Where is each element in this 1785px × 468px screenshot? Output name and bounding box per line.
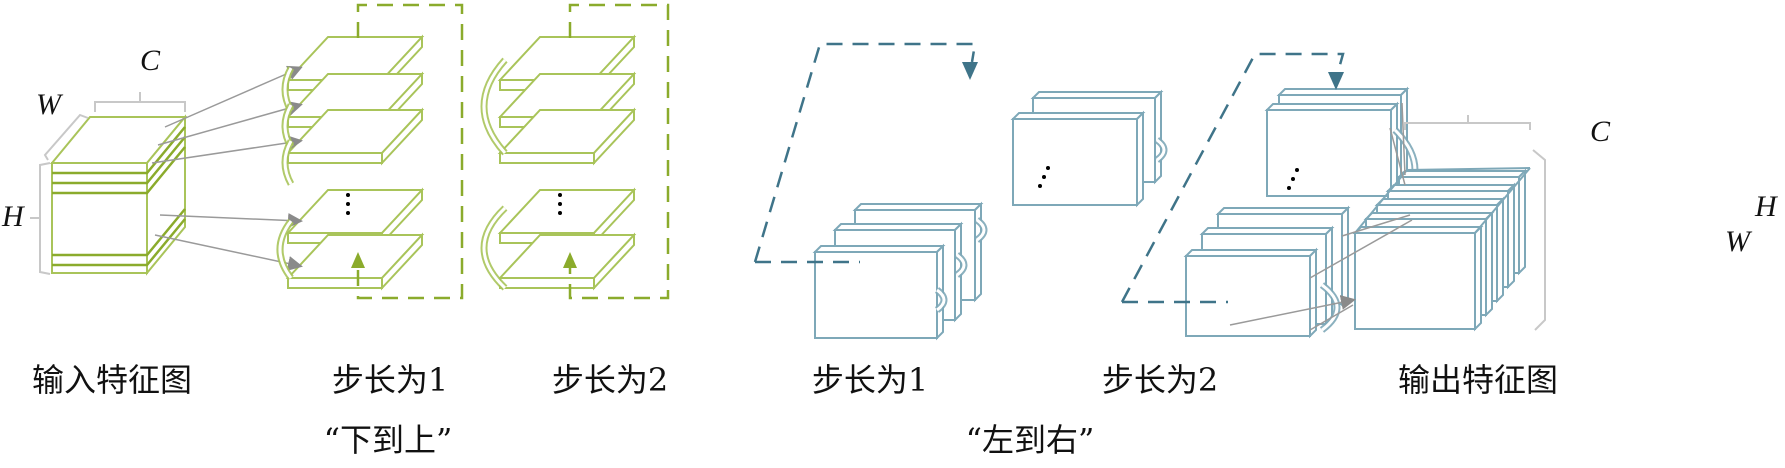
feature-connector bbox=[1389, 127, 1406, 186]
down-arrow-icon bbox=[962, 62, 978, 80]
down-arrow-icon bbox=[1328, 72, 1344, 90]
lr2-box-front bbox=[1266, 109, 1392, 197]
ellipsis-dots-lr1 bbox=[1038, 184, 1042, 188]
input-cube-front bbox=[51, 162, 148, 274]
feature-connector bbox=[1401, 102, 1406, 176]
rotate-arrow-icon-inner bbox=[283, 140, 293, 185]
output-cube-edge bbox=[1474, 167, 1531, 234]
slab-side bbox=[381, 107, 423, 166]
input-channel-line bbox=[52, 126, 186, 175]
input-channel-line bbox=[52, 136, 186, 185]
feature-arrow bbox=[154, 234, 303, 271]
up-arrow-icon bbox=[351, 252, 365, 268]
dashed-loop-lr1 bbox=[753, 42, 977, 263]
ellipsis-dots-s2 bbox=[558, 211, 562, 215]
input-cube-side bbox=[146, 114, 186, 276]
dashed-loop-lr2 bbox=[1120, 52, 1345, 303]
brace-c bbox=[94, 101, 186, 112]
rotate-arrow-icon-inner bbox=[956, 253, 966, 277]
label-bottom-up-stride2: 步长为2 bbox=[551, 361, 669, 399]
rotate-arrow-icon-inner bbox=[1156, 138, 1166, 162]
feature-connector bbox=[1309, 219, 1413, 279]
up-arrow-icon bbox=[563, 252, 577, 268]
output-cube-edge bbox=[1354, 169, 1408, 234]
label-left-right: “左到右” bbox=[965, 421, 1095, 459]
output-layer-front bbox=[1354, 232, 1476, 330]
ellipsis-dots-s1 bbox=[346, 193, 350, 197]
label-bottom-up: “下到上” bbox=[323, 421, 453, 459]
label-left-right-stride2: 步长为2 bbox=[1101, 361, 1219, 399]
rotate-arrow-icon-inner bbox=[976, 218, 986, 242]
lr1-box-front bbox=[1012, 118, 1138, 206]
slab-front bbox=[287, 152, 383, 164]
ellipsis-dots-lr1 bbox=[1046, 166, 1050, 170]
label-left-right-stride1: 步长为1 bbox=[811, 361, 929, 399]
slab-side bbox=[593, 232, 635, 291]
output-c-label: C bbox=[1590, 115, 1611, 148]
rotate-arrow-icon-inner bbox=[278, 220, 293, 279]
dashed-loop-bottom-up bbox=[568, 3, 670, 300]
slab-front bbox=[499, 277, 595, 289]
ellipsis-dots-s2 bbox=[558, 202, 562, 206]
ellipsis-dots-lr1 bbox=[1042, 175, 1046, 179]
input-c-label: C bbox=[140, 44, 161, 77]
input-channel-line bbox=[52, 208, 186, 257]
rotate-arrow-icon-inner bbox=[1321, 283, 1339, 332]
ellipsis-dots-s1 bbox=[346, 211, 350, 215]
slab-side bbox=[381, 232, 423, 291]
slab-front bbox=[499, 152, 595, 164]
label-input-feature-map: 输入特征图 bbox=[31, 361, 193, 399]
brace-output-c bbox=[1404, 122, 1531, 130]
ellipsis-dots-lr2 bbox=[1295, 168, 1299, 172]
brace-w bbox=[43, 113, 89, 161]
ellipsis-dots-lr2 bbox=[1287, 186, 1291, 190]
output-cube-top bbox=[1406, 167, 1531, 171]
input-channel-line bbox=[52, 218, 186, 267]
feature-arrow bbox=[151, 135, 303, 164]
feature-arrow bbox=[157, 101, 303, 146]
rotate-arrow-icon-inner bbox=[936, 288, 946, 312]
ellipsis-dots-lr2 bbox=[1291, 177, 1295, 181]
feature-arrow bbox=[164, 65, 303, 128]
brace-h bbox=[39, 162, 51, 275]
input-channel-line bbox=[52, 146, 186, 195]
label-output-feature-map: 输出特征图 bbox=[1397, 361, 1559, 399]
input-h-label: H bbox=[2, 200, 24, 233]
output-w-label: W bbox=[1725, 225, 1750, 258]
slab-side bbox=[593, 107, 635, 166]
rotate-arrow-icon-inner bbox=[482, 58, 507, 155]
ellipsis-dots-s2 bbox=[558, 193, 562, 197]
lr1-box-front bbox=[814, 251, 938, 339]
slab-front bbox=[287, 277, 383, 289]
brace-output-h bbox=[1532, 149, 1546, 331]
feature-connector bbox=[1341, 214, 1411, 237]
feature-arrow bbox=[1229, 295, 1356, 326]
label-bottom-up-stride1: 步长为1 bbox=[331, 361, 449, 399]
rotate-arrow-icon-inner bbox=[482, 206, 507, 290]
ellipsis-dots-s1 bbox=[346, 202, 350, 206]
feature-arrow bbox=[159, 212, 303, 228]
lr2-box-front bbox=[1185, 255, 1311, 337]
dashed-loop-bottom-up bbox=[356, 3, 464, 300]
input-w-label: W bbox=[36, 88, 61, 121]
output-h-label: H bbox=[1755, 190, 1777, 223]
